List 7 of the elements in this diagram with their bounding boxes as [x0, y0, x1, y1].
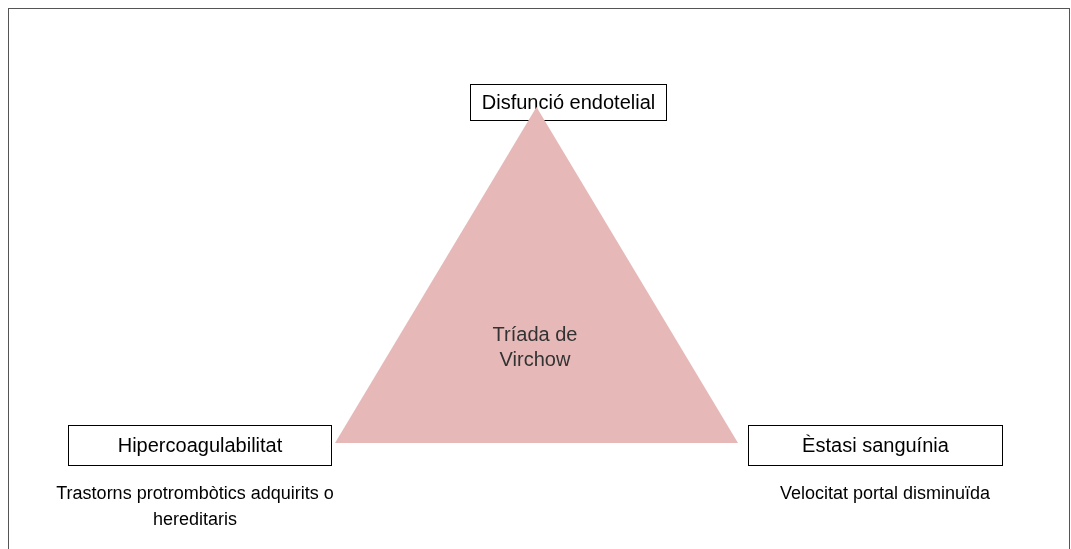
triangle-shape: [335, 107, 738, 443]
factor-box: Hipercoagulabilitat: [68, 425, 332, 466]
factor-box: Disfunció endotelial: [470, 84, 667, 121]
description-text: Trastorns protrombòtics adquirits o hereditaris: [55, 482, 335, 531]
description-text: Velocitat portal disminuïda: [778, 482, 992, 505]
factor-box: Èstasi sanguínia: [748, 425, 1003, 466]
triangle-label: Tríada de Virchow: [491, 322, 579, 372]
